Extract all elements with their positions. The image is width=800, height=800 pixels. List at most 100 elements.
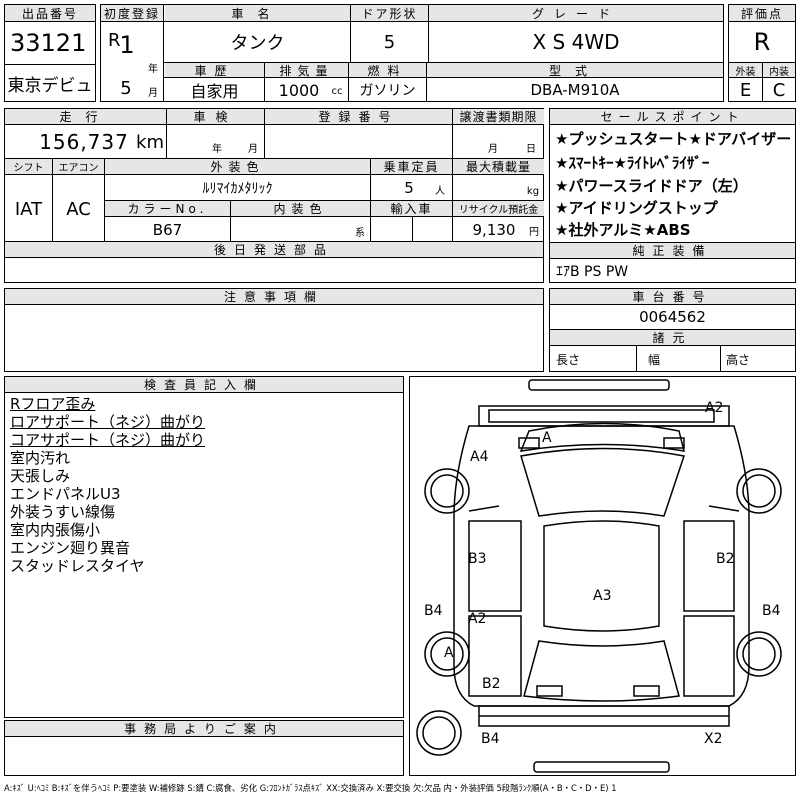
inspector-box: [4, 376, 404, 718]
car-info-box: [164, 4, 724, 102]
first-reg-label: 初度登録: [101, 5, 163, 21]
length-label: 長さ: [556, 352, 581, 367]
mark-a4: A4: [470, 449, 489, 465]
plate-label: 登録番号: [265, 109, 452, 124]
mark-a-hood: A: [542, 430, 552, 446]
era: R: [108, 29, 123, 51]
displacement: 1000: [278, 80, 320, 100]
score: R: [753, 28, 771, 56]
color-no: B67: [152, 220, 183, 239]
ac-label: エアコン: [53, 159, 104, 174]
mark-x2: X2: [704, 731, 723, 747]
office-label: 事務局よりご案内: [5, 721, 403, 736]
inspector-line-1: Rフロア歪み: [10, 395, 96, 413]
sales-line-4: ★アイドリングストップ: [555, 199, 718, 217]
inspector-line-9: エンジン廻り異音: [10, 539, 131, 557]
recycle: 9,130: [472, 220, 516, 239]
mark-b4-bottom: B4: [481, 731, 500, 747]
interior-color-unit: 系: [355, 227, 365, 239]
interior-grade: C: [772, 79, 786, 101]
sales-line-2: ★ｽﾏｰﾄｷｰ★ﾗｲﾄﾚﾍﾞﾗｲｻﾞｰ: [555, 154, 710, 172]
inspector-line-4: 室内汚れ: [10, 449, 71, 467]
mileage-unit: km: [136, 131, 164, 153]
height-label: 高さ: [726, 352, 751, 367]
history: 自家用: [190, 82, 239, 101]
reg-month-unit: 月: [148, 87, 158, 99]
capacity: 5: [404, 179, 416, 197]
mark-a2-front: A2: [705, 400, 724, 416]
first-reg-box: [100, 4, 164, 102]
doors: 5: [383, 31, 396, 53]
lot-box: [4, 4, 96, 102]
transfer-month: 月: [488, 143, 498, 155]
lot-label: 出品番号: [5, 5, 95, 21]
inspector-line-5: 天張しみ: [10, 467, 71, 485]
venue: 東京デビュ: [7, 75, 93, 96]
sales-line-1: ★プッシュスタート★ドアバイザー: [555, 130, 792, 148]
mileage: 156,737: [39, 130, 129, 154]
mark-b4-left: B4: [424, 603, 443, 619]
color-no-label: カラーNo.: [105, 201, 230, 216]
door-label: ドア形状: [351, 5, 428, 21]
model-label: 型式: [427, 63, 723, 78]
later-parts-label: 後日発送部品: [5, 242, 543, 257]
width-label: 幅: [648, 352, 661, 367]
shift: IAT: [14, 198, 43, 220]
exterior-grade: E: [739, 79, 752, 101]
car-diagram: [416, 379, 782, 773]
sales-line-5: ★社外アルミ★ABS: [555, 221, 691, 239]
reg-year-unit: 年: [148, 63, 158, 75]
displacement-unit: cc: [331, 85, 343, 97]
displacement-label: 排気量: [265, 63, 348, 78]
inspector-label: 検査員記入欄: [5, 377, 403, 392]
reg-month: 5: [120, 77, 132, 99]
mark-a2-left: A2: [468, 611, 487, 627]
transfer-label: 譲渡書類期限: [453, 109, 544, 124]
inspector-line-7: 外装うすい線傷: [10, 503, 116, 521]
lot-number: 33121: [10, 29, 87, 57]
car-name-label: 車名: [165, 5, 350, 21]
ac: AC: [66, 198, 91, 220]
color-label: 外装色: [105, 159, 370, 174]
recycle-label: リサイクル預託金: [453, 201, 544, 216]
mark-b3: B3: [468, 551, 487, 567]
car-name: タンク: [230, 33, 285, 54]
legend: A:ｷｽﾞ U:ﾍｺﾐ B:ｷｽﾞを伴うﾍｺﾐ P:要塗装 W:補修跡 S:錆 …: [4, 783, 617, 793]
fuel: ガソリン: [359, 83, 416, 99]
mark-b2-bottom: B2: [482, 676, 501, 692]
mark-a3: A3: [593, 588, 612, 604]
load-unit: kg: [526, 185, 540, 197]
sales-label: セールスポイント: [550, 109, 795, 124]
mark-a-wheel: A: [444, 645, 454, 661]
notes-label: 注意事項欄: [5, 289, 543, 304]
shift-label: シフト: [5, 159, 52, 174]
equipment: ｴｱB PS PW: [556, 263, 629, 280]
sales-line-3: ★パワースライドドア（左）: [555, 177, 748, 195]
office-box: [4, 720, 404, 776]
mark-b2-right: B2: [716, 551, 735, 567]
exterior-label: 外装: [729, 63, 762, 78]
equipment-label: 純正装備: [550, 243, 795, 258]
interior-label: 内装: [763, 63, 795, 78]
sales-box: [549, 108, 796, 283]
score-label: 評価点: [729, 5, 795, 21]
fuel-label: 燃料: [349, 63, 426, 78]
chassis-box: [549, 288, 796, 372]
inspection-year: 年: [212, 143, 222, 155]
inspector-line-8: 室内内張傷小: [10, 521, 101, 539]
chassis-label: 車台番号: [550, 289, 795, 304]
capacity-unit: 人: [435, 185, 445, 197]
grade-label: グレード: [429, 5, 723, 21]
load-label: 最大積載量: [453, 159, 544, 174]
color: ﾙﾘﾏｲｶﾒﾀﾘｯｸ: [202, 181, 273, 197]
history-label: 車歴: [165, 63, 264, 78]
inspector-line-3: コアサポート（ネジ）曲がり: [10, 431, 206, 449]
mark-b4-right: B4: [762, 603, 781, 619]
grade: X S 4WD: [532, 30, 620, 54]
car-diagram-box: [409, 376, 796, 776]
interior-color-label: 内装色: [231, 201, 370, 216]
model: DBA-M910A: [530, 81, 620, 99]
notes-box: [4, 288, 544, 372]
inspection-month: 月: [248, 143, 258, 155]
capacity-label: 乗車定員: [371, 159, 452, 174]
